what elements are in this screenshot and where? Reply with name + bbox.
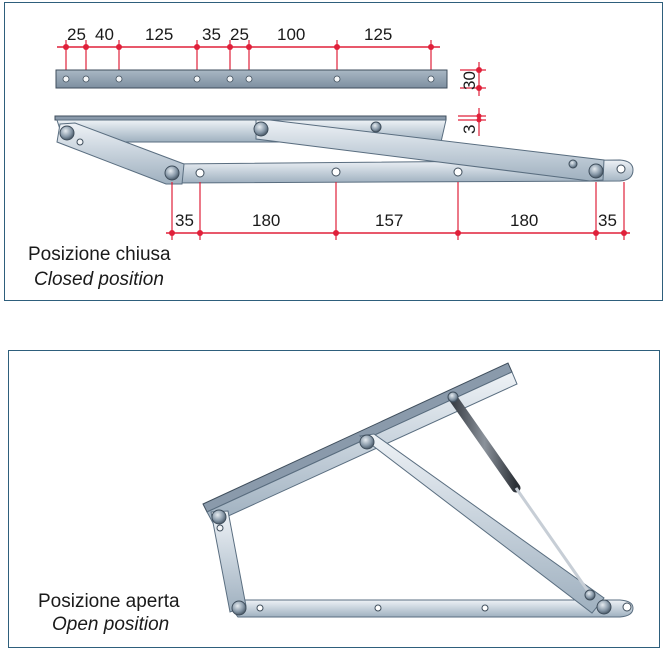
open-top-rail <box>202 362 513 513</box>
side-dim-30: 30 <box>460 71 479 90</box>
pivot-icon <box>59 125 75 141</box>
closed-diagram: 25 40 125 35 25 100 125 30 3 <box>54 25 634 240</box>
top-bar-holes <box>62 75 435 83</box>
bottom-dim-4: 180 <box>510 211 538 230</box>
hole-icon <box>374 604 382 612</box>
open-base-bar <box>233 599 634 618</box>
gas-strut <box>447 391 592 595</box>
pivot-icon <box>164 165 180 181</box>
pivot-icon <box>253 121 269 137</box>
open-diagram <box>202 362 634 618</box>
top-dim-5: 25 <box>230 25 249 44</box>
closed-top-rail <box>54 115 447 121</box>
strut-bottom-pivot-icon <box>584 589 596 601</box>
top-dim-1: 25 <box>67 25 86 44</box>
pivot-icon <box>211 509 227 525</box>
hole-icon <box>76 138 84 146</box>
strut-top-pivot-icon <box>447 391 459 403</box>
hole-icon <box>453 167 463 177</box>
open-position-panel <box>8 350 660 648</box>
pivot-icon <box>588 163 604 179</box>
hole-icon <box>195 168 205 178</box>
hole-icon <box>568 159 578 169</box>
strut-mount-icon <box>370 121 382 133</box>
open-short-arm <box>210 510 247 613</box>
top-dim-6: 100 <box>277 25 305 44</box>
bottom-dim-3: 157 <box>375 211 403 230</box>
bottom-dim-1: 35 <box>175 211 194 230</box>
hole-icon <box>256 604 264 612</box>
strut-rod <box>514 487 592 595</box>
side-dim-3: 3 <box>460 125 479 134</box>
open-long-arm <box>358 433 605 614</box>
bottom-dim-5: 35 <box>598 211 617 230</box>
pivot-icon <box>231 600 247 616</box>
pivot-icon <box>596 599 612 615</box>
closed-title-english: Closed position <box>34 269 164 290</box>
top-dim-3: 125 <box>145 25 173 44</box>
top-dim-7: 125 <box>364 25 392 44</box>
hole-icon <box>622 602 632 612</box>
open-title-english: Open position <box>52 614 170 635</box>
hole-icon <box>616 164 626 174</box>
closed-title-italian: Posizione chiusa <box>28 244 171 265</box>
pivot-icon <box>359 434 375 450</box>
closed-long-arm <box>255 119 605 182</box>
hole-icon <box>216 524 224 532</box>
closed-short-arm <box>56 122 185 185</box>
open-title-italian: Posizione aperta <box>38 591 180 612</box>
hole-icon <box>481 604 489 612</box>
hole-icon <box>331 167 341 177</box>
strut-cylinder <box>448 393 521 493</box>
top-dim-2: 40 <box>95 25 114 44</box>
bottom-dim-2: 180 <box>252 211 280 230</box>
top-dim-4: 35 <box>202 25 221 44</box>
